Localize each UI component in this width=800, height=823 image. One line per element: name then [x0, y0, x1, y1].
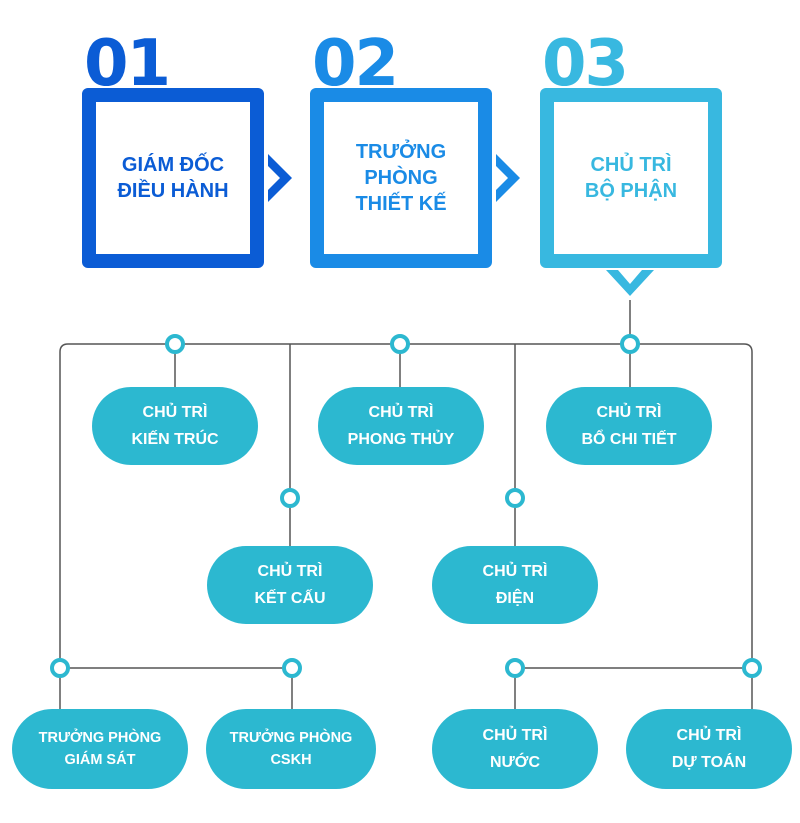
dot-phong-thuy — [390, 334, 410, 354]
node-chu-tri-dien: CHỦ TRÌ ĐIỆN — [432, 546, 598, 624]
node-label: CHỦ TRÌ DỰ TOÁN — [671, 727, 747, 771]
node-label: CHỦ TRÌ KIẾN TRÚC — [131, 404, 219, 448]
step-box-chu-tri-bo-phan: CHỦ TRÌ BỘ PHẬN — [540, 88, 722, 268]
node-chu-tri-phong-thuy: CHỦ TRÌ PHONG THỦY — [318, 387, 484, 465]
dot-kien-truc — [165, 334, 185, 354]
node-label: TRƯỞNG PHÒNG GIÁM SÁT — [38, 730, 162, 768]
node-label: CHỦ TRÌ BỔ CHI TIẾT — [581, 404, 677, 448]
step-label-truong-phong-thiet-ke: TRƯỞNG PHÒNG THIẾT KẾ — [355, 141, 447, 215]
node-label: TRƯỞNG PHÒNG CSKH — [229, 730, 353, 768]
node-chu-tri-kien-truc: CHỦ TRÌ KIẾN TRÚC — [92, 387, 258, 465]
arrow-right-icon — [496, 154, 520, 202]
arrow-down-icon — [606, 270, 654, 296]
node-truong-phong-giam-sat: TRƯỞNG PHÒNG GIÁM SÁT — [12, 709, 188, 789]
node-chu-tri-du-toan: CHỦ TRÌ DỰ TOÁN — [626, 709, 792, 789]
dot-cskh — [282, 658, 302, 678]
node-truong-phong-cskh: TRƯỞNG PHÒNG CSKH — [206, 709, 376, 789]
dot-giam-sat — [50, 658, 70, 678]
arrow-right-icon — [268, 154, 292, 202]
step-number-03: 03 — [542, 27, 629, 101]
dot-nuoc — [505, 658, 525, 678]
node-label: CHỦ TRÌ NƯỚC — [482, 727, 548, 771]
node-chu-tri-ket-cau: CHỦ TRÌ KẾT CẤU — [207, 546, 373, 624]
step-box-truong-phong-thiet-ke: TRƯỞNG PHÒNG THIẾT KẾ — [310, 88, 492, 268]
dot-bo-chi-tiet — [620, 334, 640, 354]
dot-dien — [505, 488, 525, 508]
node-label: CHỦ TRÌ ĐIỆN — [482, 563, 548, 607]
dot-du-toan — [742, 658, 762, 678]
node-chu-tri-nuoc: CHỦ TRÌ NƯỚC — [432, 709, 598, 789]
node-label: CHỦ TRÌ KẾT CẤU — [254, 563, 326, 607]
node-chu-tri-bo-chi-tiet: CHỦ TRÌ BỔ CHI TIẾT — [546, 387, 712, 465]
step-number-02: 02 — [312, 27, 399, 101]
node-label: CHỦ TRÌ PHONG THỦY — [347, 404, 455, 448]
dot-ket-cau — [280, 488, 300, 508]
step-label-chu-tri-bo-phan: CHỦ TRÌ BỘ PHẬN — [584, 154, 678, 202]
step-label-giam-doc: GIÁM ĐỐC ĐIỀU HÀNH — [117, 154, 229, 202]
step-box-giam-doc: GIÁM ĐỐC ĐIỀU HÀNH — [82, 88, 264, 268]
step-number-01: 01 — [84, 27, 171, 101]
